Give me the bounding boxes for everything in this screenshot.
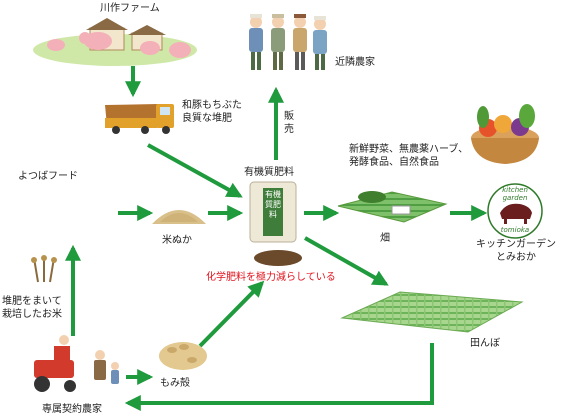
label-field: 畑	[380, 233, 390, 244]
label-fresh-produce: 新鮮野菜、無農薬ハーブ、発酵食品、自然食品	[349, 144, 469, 168]
truck-illustration	[105, 104, 174, 134]
rice-bran-illustration	[152, 210, 206, 224]
arrow-paddy-to-farmer	[124, 343, 434, 411]
rice-stalk-illustration	[31, 255, 57, 283]
label-pig-compost: 和豚もちぶた良質な堆肥	[182, 100, 242, 124]
label-rice-bran: 米ぬか	[162, 235, 192, 246]
kitchen-garden-logo	[487, 183, 543, 239]
logo-bottom-text: tomioka	[500, 226, 530, 234]
arrows	[65, 66, 488, 411]
label-kitchen-garden: キッチンガーデンとみおか	[476, 239, 556, 263]
farm-illustration	[33, 18, 197, 66]
label-farm: 川作ファーム	[100, 3, 160, 14]
label-yotsuba: よつばフード	[18, 171, 78, 182]
arrow-fertilizer-to-paddy	[304, 236, 389, 286]
vegetable-basket-illustration	[471, 104, 539, 164]
arrow-compost-to-fertilizer	[147, 143, 243, 198]
label-neighbors: 近隣農家	[335, 57, 375, 68]
contract-farmer-illustration	[34, 335, 119, 392]
label-reduction-note: 化学肥料を極力減らしている	[206, 272, 336, 283]
field-illustration	[337, 191, 448, 223]
label-rice-hulls: もみ殻	[160, 378, 190, 389]
label-sales: 販売	[284, 111, 294, 135]
label-contract-farmer: 専属契約農家	[42, 404, 102, 415]
label-paddy: 田んぼ	[470, 338, 500, 349]
label-compost-rice: 堆肥をまいて栽培したお米	[2, 296, 62, 320]
arrow-hulls-to-fertilizer	[198, 280, 265, 348]
logo-top-text: kitchen garden	[502, 186, 528, 202]
fertilizer-bag-illustration	[249, 181, 302, 266]
rice-hulls-illustration	[159, 342, 207, 370]
label-organic-fertilizer: 有機質肥料	[244, 167, 294, 178]
neighbor-farmers-illustration	[249, 14, 327, 70]
fertilizer-bag-text: 有機質肥料	[265, 190, 281, 219]
paddy-illustration	[340, 291, 524, 333]
